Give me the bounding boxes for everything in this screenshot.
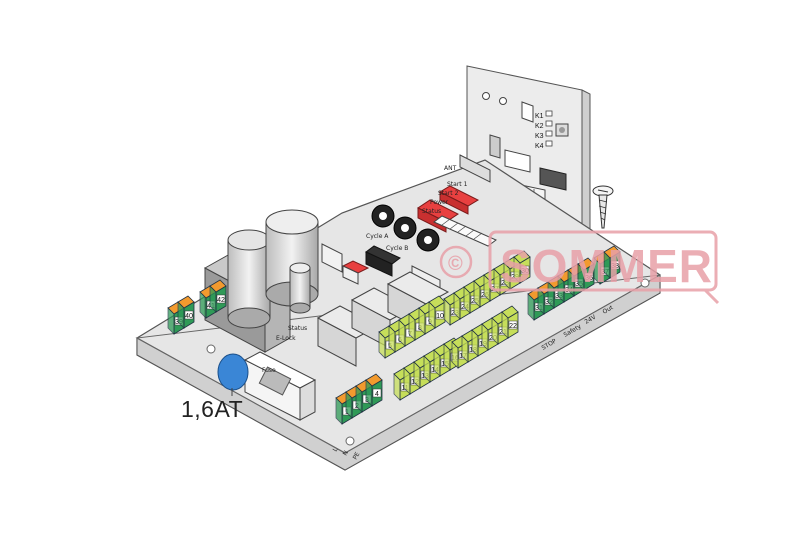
- terminal-30[interactable]: 30: [513, 250, 531, 284]
- label-elock: E-Lock: [276, 335, 296, 342]
- channel-k2: K2: [535, 123, 544, 130]
- terminal-block-41-42: 4142: [199, 279, 227, 319]
- terminal-number: 40: [185, 313, 193, 320]
- radio-channel-labels: K1 K2 K3 K4: [535, 113, 544, 150]
- fuse-component: [217, 353, 249, 396]
- terminal-block-11-16: 111213141516: [393, 337, 461, 401]
- label-start2: Start 2: [438, 190, 459, 197]
- label-power-pe: PE: [352, 451, 362, 461]
- terminal-block-37-38: 3738: [593, 245, 621, 285]
- terminal-40[interactable]: 40: [177, 295, 195, 329]
- label-power: Power: [430, 199, 449, 206]
- terminal-number: 4: [375, 391, 379, 398]
- screw-icon: [592, 185, 614, 229]
- terminal-number: 22: [509, 323, 517, 330]
- watermark: © SOMMER: [439, 230, 720, 305]
- terminal-42[interactable]: 42: [209, 279, 227, 313]
- channel-k3: K3: [535, 133, 544, 140]
- terminal-number: 10: [436, 313, 444, 320]
- label-start1: Start 1: [447, 181, 468, 188]
- terminal-22[interactable]: 22: [501, 305, 519, 339]
- terminal-blocks: 39404142 1234 5678910111213141516171819202…: [167, 245, 621, 425]
- terminal-number: 36: [585, 275, 593, 282]
- terminal-block-31-36: 313233343536: [527, 257, 595, 321]
- label-power-n: N: [342, 450, 350, 457]
- terminal-block-23-30: 2324252627282930: [443, 250, 531, 326]
- terminal-block-5-10: 5678910: [378, 295, 446, 359]
- terminal-number: 42: [217, 297, 225, 304]
- label-power-l: L: [332, 446, 340, 453]
- terminal-number: 30: [521, 268, 529, 275]
- label-fuse-holder: Fuse: [262, 367, 276, 374]
- label-ant: ANT: [444, 165, 457, 172]
- terminal-block-power: 1234: [335, 373, 383, 425]
- label-cycle-a: Cycle A: [366, 233, 389, 240]
- terminal-38[interactable]: 38: [603, 245, 621, 279]
- label-status: Status: [288, 325, 307, 332]
- channel-k1: K1: [535, 113, 544, 120]
- fuse-rating-label: 1,6AT: [181, 396, 244, 422]
- label-cycle-b: Cycle B: [386, 245, 408, 252]
- channel-k4: K4: [535, 143, 544, 150]
- watermark-text: SOMMER: [500, 240, 713, 292]
- capacitors: [227, 209, 319, 329]
- terminal-4[interactable]: 4: [365, 373, 383, 407]
- terminal-block-39-40: 3940: [167, 295, 195, 335]
- terminal-block-17-22: 171819202122: [451, 305, 519, 369]
- svg-text:©: ©: [448, 253, 463, 275]
- label-out: Out: [602, 304, 615, 316]
- terminal-36[interactable]: 36: [577, 257, 595, 291]
- label-status-dip: Status: [422, 208, 441, 215]
- terminal-10[interactable]: 10: [428, 295, 446, 329]
- terminal-number: 38: [611, 263, 619, 270]
